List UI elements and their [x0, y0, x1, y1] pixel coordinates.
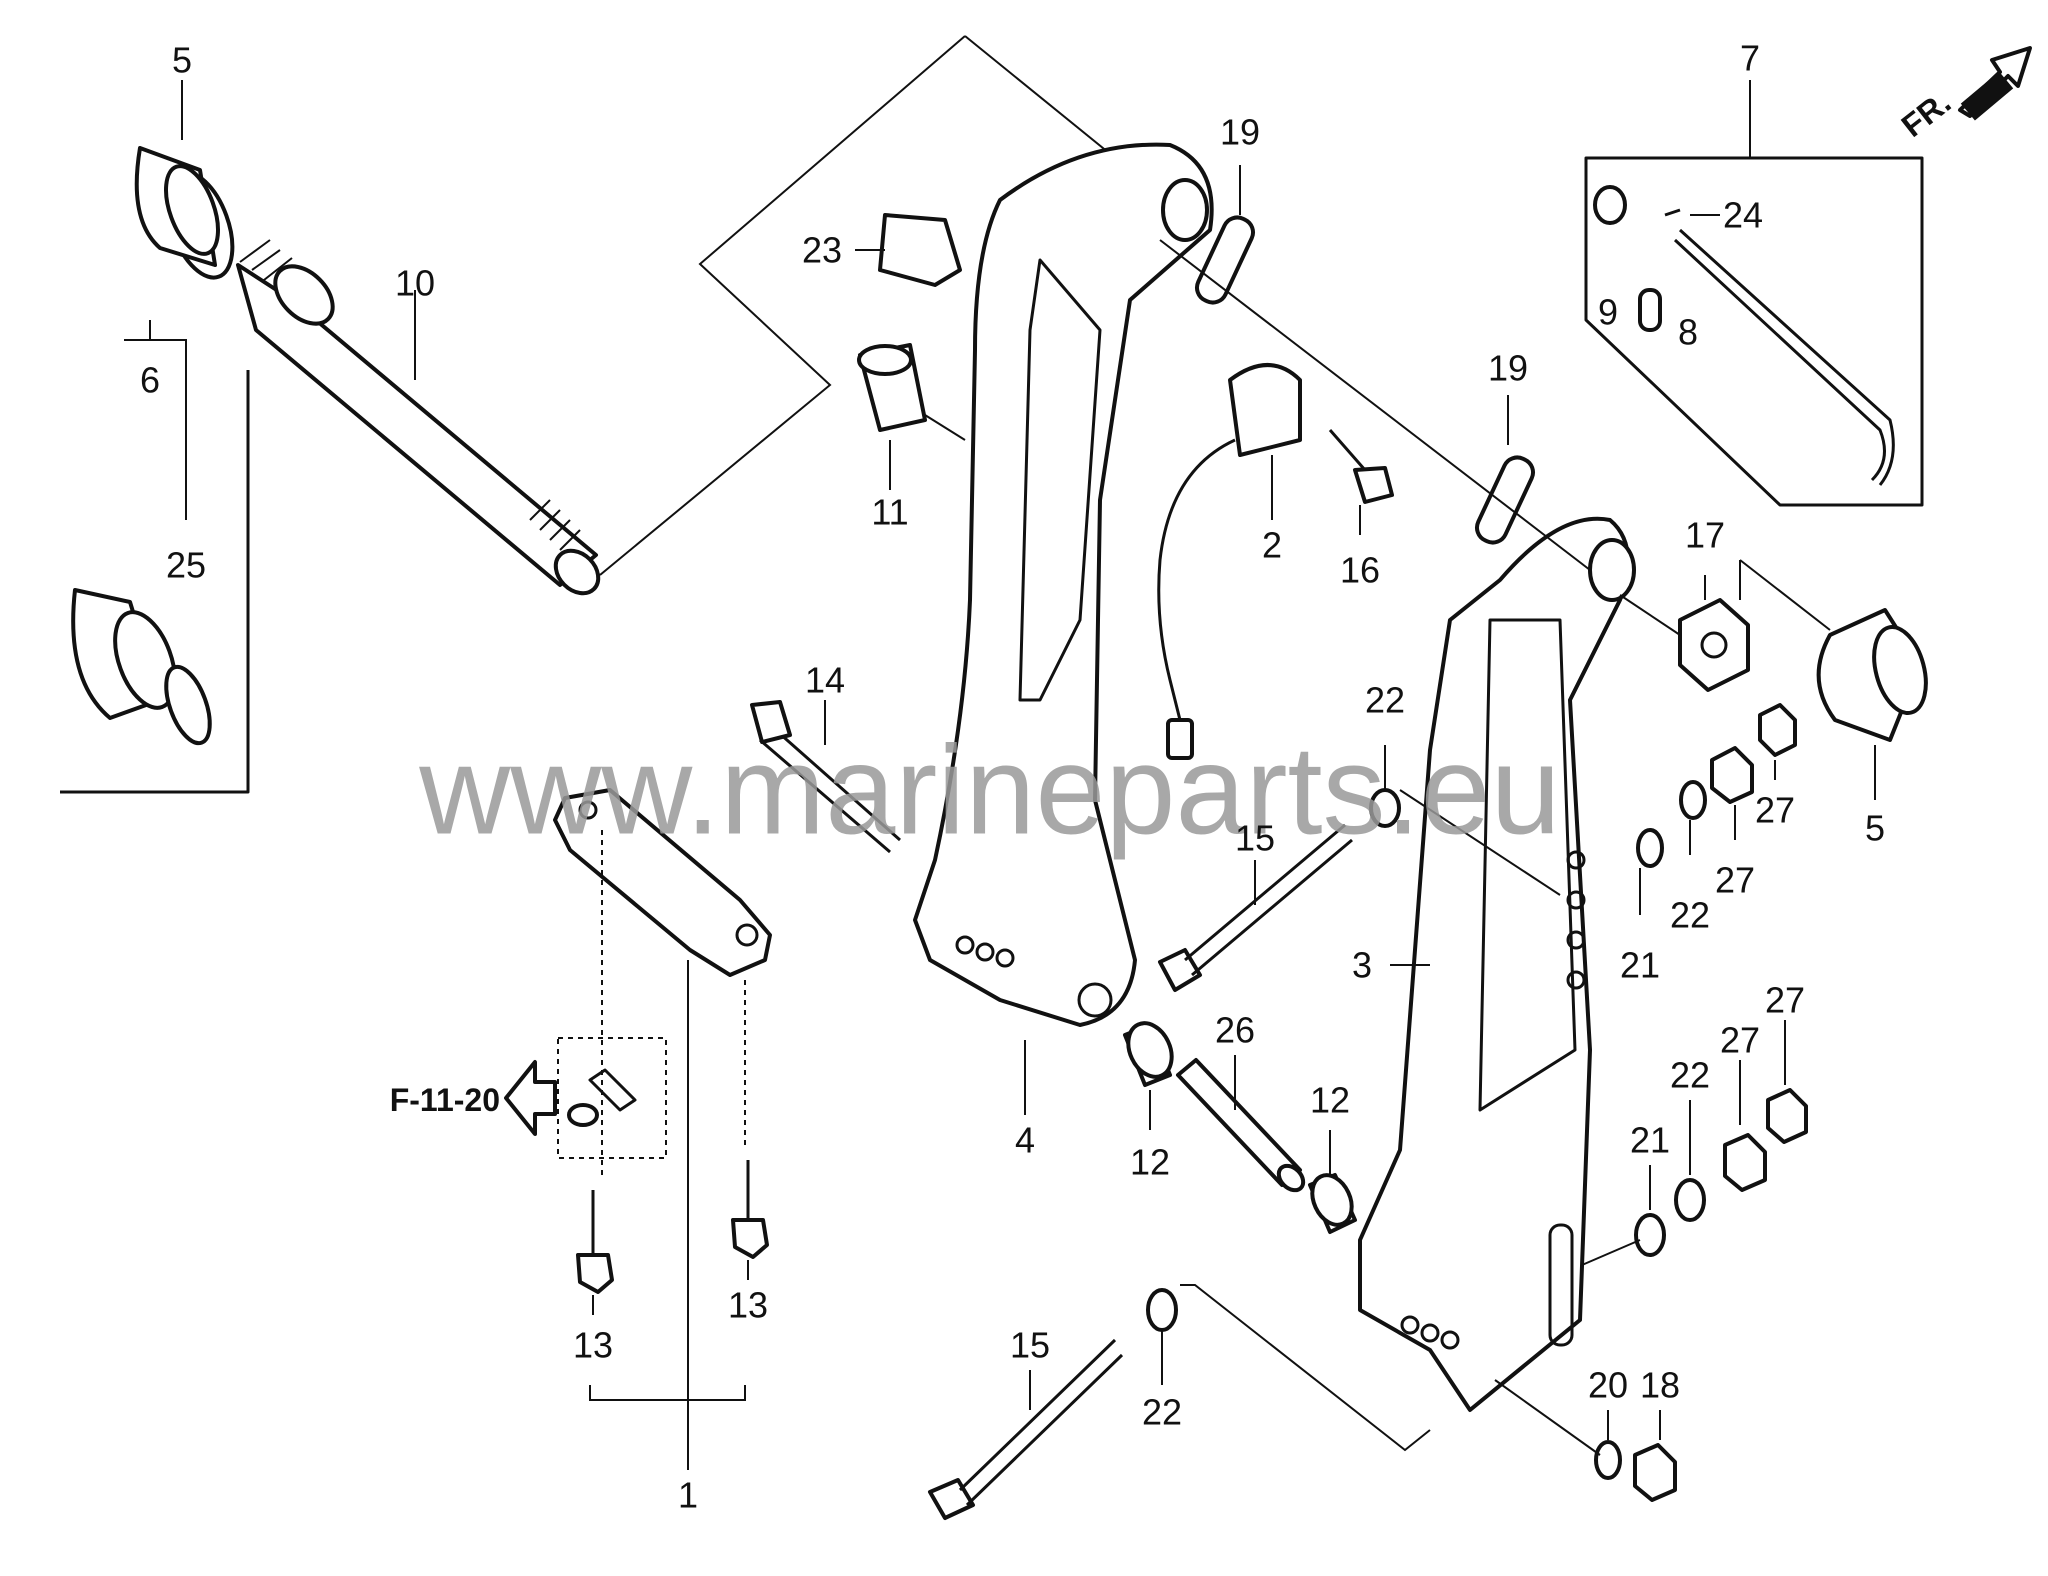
part-5-bushing-right [1739, 559, 1928, 800]
callout-25: 25 [166, 545, 206, 586]
part-14-bolt [750, 700, 901, 854]
part-7-rod-group [1593, 185, 1895, 486]
callout-numbers: 5 10 6 25 23 11 19 19 2 16 7 24 9 8 17 5… [140, 38, 1885, 1516]
callout-19-top: 19 [1220, 112, 1260, 153]
part-15-bolt-upper [1158, 823, 1353, 992]
callout-27-c: 27 [1765, 980, 1805, 1021]
upper-fasteners [1369, 703, 1797, 915]
washer-22d [1146, 1288, 1178, 1332]
callout-26: 26 [1215, 1010, 1255, 1051]
part-11-collar [857, 343, 966, 490]
callout-7: 7 [1740, 38, 1760, 79]
reference-label: F-11-20 [390, 1082, 500, 1118]
callout-27-d: 27 [1720, 1020, 1760, 1061]
part-6-bushing [71, 320, 212, 746]
part-3-bracket [1358, 516, 1636, 1412]
callout-20: 20 [1588, 1365, 1628, 1406]
part-4-bracket [913, 142, 1214, 1115]
reference-box [557, 1037, 667, 1159]
callout-19-right: 19 [1488, 348, 1528, 389]
part-23-clip [855, 213, 962, 287]
callout-13-left: 13 [573, 1325, 613, 1366]
nut-27a [1710, 746, 1754, 804]
callout-1: 1 [678, 1475, 698, 1516]
part-12-collar-left [1123, 1021, 1174, 1130]
callout-9: 9 [1598, 292, 1618, 333]
part-9-cap [1593, 185, 1627, 225]
callout-23: 23 [802, 230, 842, 271]
watermark: www.marineparts.eu [418, 720, 1560, 861]
callout-5-top: 5 [172, 40, 192, 81]
group-6-bracket [60, 370, 250, 794]
callout-22-b: 22 [1670, 895, 1710, 936]
part-25-o-ring [164, 664, 212, 746]
front-arrow-icon [1958, 46, 2032, 121]
callout-13-right: 13 [728, 1285, 768, 1326]
part-17-nut [1619, 575, 1750, 692]
lower-fasteners [1494, 1020, 1808, 1502]
callout-22-c: 22 [1670, 1055, 1710, 1096]
part-13-bolts [576, 1160, 769, 1315]
callout-15-lower: 15 [1010, 1325, 1050, 1366]
washer-22c [1674, 1178, 1706, 1222]
callout-8: 8 [1678, 312, 1698, 353]
callout-2: 2 [1262, 525, 1282, 566]
callout-14: 14 [805, 660, 845, 701]
part-16-bolt [1328, 429, 1394, 535]
tilt-rod [1673, 228, 1895, 486]
nut-18 [1633, 1443, 1677, 1502]
callout-18: 18 [1640, 1365, 1680, 1406]
group-7-frame [1584, 156, 1924, 507]
part-12-collar-right [1308, 1130, 1357, 1234]
callout-6: 6 [140, 360, 160, 401]
part-5-bushing-top [134, 80, 235, 280]
washer-21 [1636, 828, 1664, 868]
callout-5-right: 5 [1865, 808, 1885, 849]
part-2-sensor [1157, 363, 1302, 760]
part-1-plate [553, 788, 772, 1470]
callout-24: 24 [1723, 195, 1763, 236]
part-24-pin [1664, 208, 1681, 217]
nut-27d [1766, 1088, 1808, 1144]
part-8-clip [1638, 288, 1662, 332]
callout-15-upper: 15 [1235, 818, 1275, 859]
callout-12-left: 12 [1130, 1142, 1170, 1183]
washer-21b [1634, 1213, 1666, 1257]
callout-17: 17 [1685, 515, 1725, 556]
callout-16: 16 [1340, 550, 1380, 591]
washer-20 [1594, 1440, 1622, 1480]
callout-11: 11 [871, 492, 908, 533]
callout-12-right: 12 [1310, 1080, 1350, 1121]
callout-21-a: 21 [1620, 945, 1660, 986]
callout-4: 4 [1015, 1120, 1035, 1161]
reference-arrow [504, 1060, 557, 1136]
callout-22-a: 22 [1365, 680, 1405, 721]
nut-27c [1723, 1133, 1767, 1192]
nut-27b [1758, 703, 1797, 757]
part-10-pin [236, 239, 601, 596]
callout-27-b: 27 [1715, 860, 1755, 901]
callout-27-a: 27 [1755, 790, 1795, 831]
part-19-links [1159, 165, 1591, 571]
part-26-pin [1176, 1055, 1306, 1193]
callout-22-d: 22 [1142, 1392, 1182, 1433]
washer-22b [1679, 780, 1707, 820]
callout-3: 3 [1352, 945, 1372, 986]
front-indicator: FR. [1895, 84, 1958, 144]
callout-21-b: 21 [1630, 1120, 1670, 1161]
callout-10: 10 [395, 263, 435, 304]
part-15-bolt-lower [928, 1284, 1431, 1520]
